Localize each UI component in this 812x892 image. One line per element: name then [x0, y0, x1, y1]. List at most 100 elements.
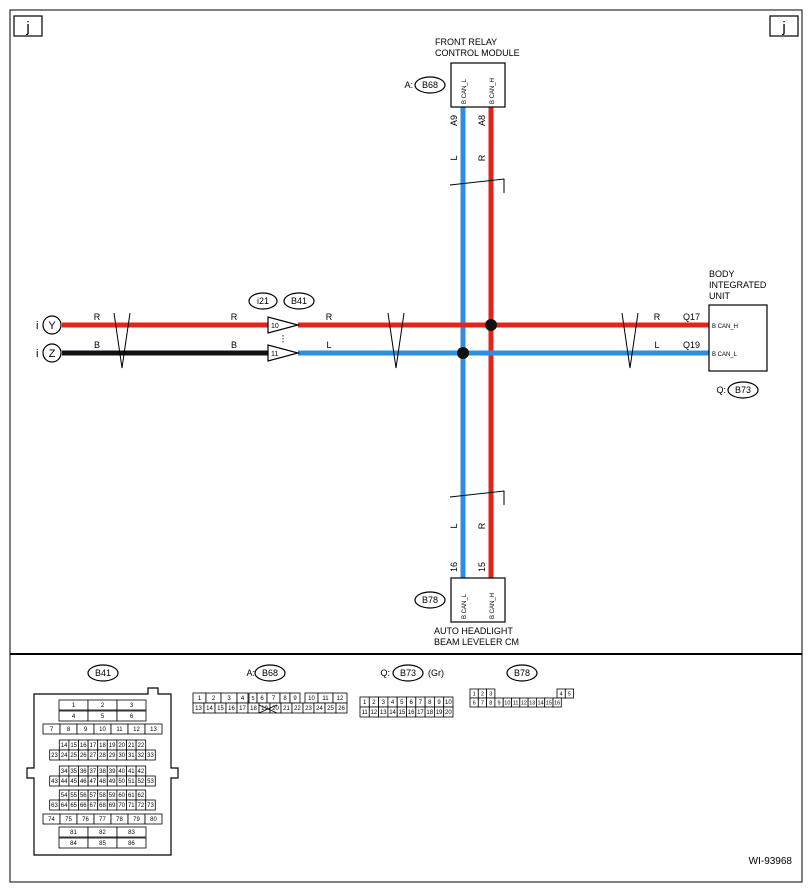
b68-pin-26-cell — [335, 702, 348, 714]
can-l-splice-dot — [457, 347, 469, 359]
b41-pin-37-label: 37 — [90, 769, 97, 775]
b68-pin-26-label: 26 — [338, 706, 345, 712]
b78-pin-3-label: 3 — [489, 692, 492, 698]
b41-pin-54-label: 54 — [61, 793, 68, 799]
b68-pin-14-label: 14 — [206, 706, 213, 712]
joint-connector: i21 B41 10 11 — [248, 292, 315, 362]
b41-pin-21-label: 21 — [128, 743, 135, 749]
b68-pin-23-label: 23 — [305, 706, 312, 712]
twist-marker-middle — [387, 312, 405, 369]
b68-pin-2-label: 2 — [212, 696, 216, 702]
b68-pin-9-label: 9 — [293, 696, 297, 702]
b41-pin-25-label: 25 — [70, 753, 77, 759]
b78-pin-2-label: 2 — [481, 692, 484, 698]
b41-pin-30-label: 30 — [118, 753, 125, 759]
b73-pin-11-label: 11 — [362, 710, 369, 716]
wire-label-l-top: L — [449, 155, 459, 160]
b41-pin-42-label: 42 — [138, 769, 145, 775]
b68-pin-4-label: 4 — [241, 696, 245, 702]
joint-connector-arrow-top — [267, 316, 301, 334]
wire-label-r-3: R — [326, 312, 333, 322]
b68-pin-12-label: 12 — [337, 696, 344, 702]
b73-pin-19-label: 19 — [436, 710, 443, 716]
legend-b68-prefix: A: — [246, 668, 255, 678]
joint-connector-pin-11: 11 — [271, 351, 278, 358]
left-ref-circle-top — [42, 315, 62, 335]
b41-pin-46-label: 46 — [80, 779, 87, 785]
left-ref-prefix-bottom: i — [36, 348, 38, 360]
b41-pin-83-cell — [116, 826, 147, 838]
wire-label-r-top: R — [477, 154, 487, 161]
b68-pin-11-label: 11 — [322, 696, 329, 702]
joint-connector-arrow-bottom — [267, 344, 301, 362]
outer-frame — [9, 9, 803, 883]
b41-pin-43-label: 43 — [51, 779, 58, 785]
b68-pin-3-label: 3 — [227, 696, 231, 702]
wire-label-b-2: B — [231, 340, 237, 350]
b41-pin-10-label: 10 — [99, 727, 106, 733]
b73-pin-2-label: 2 — [372, 700, 376, 706]
b78-pin-5-label: 5 — [568, 692, 571, 698]
b41-pin-65-label: 65 — [70, 803, 77, 809]
ahbl-terminal-16: 16 — [449, 562, 459, 572]
b73-pin-16-label: 16 — [408, 710, 415, 716]
b41-pin-49-label: 49 — [109, 779, 116, 785]
b41-pin-63-label: 63 — [51, 803, 58, 809]
b41-pin-6-cell — [116, 710, 147, 722]
b41-pin-83-label: 83 — [128, 830, 135, 836]
b68-pin-1-label: 1 — [198, 696, 202, 702]
ahbl-connector-oval — [414, 591, 446, 609]
front-relay-terminal-a9: A9 — [449, 115, 459, 126]
b73-pin-5-label: 5 — [400, 700, 404, 706]
wire-label-r-2: R — [231, 312, 238, 322]
b41-pin-50-label: 50 — [118, 779, 125, 785]
legend-b68-oval — [254, 664, 286, 682]
b41-pin-27-label: 27 — [90, 753, 97, 759]
b68-pin-15-label: 15 — [217, 706, 224, 712]
b41-pin-77-label: 77 — [99, 817, 106, 823]
b73-pin-20-cell — [443, 706, 454, 718]
b41-pin-15-label: 15 — [70, 743, 77, 749]
b41-pin-70-label: 70 — [118, 803, 125, 809]
legend-b73-prefix: Q: — [380, 668, 390, 678]
biu-title-2: INTEGRATED — [709, 280, 767, 290]
b78-pin-13-label: 13 — [529, 701, 535, 707]
b41-pin-38-label: 38 — [99, 769, 106, 775]
b41-pin-16-label: 16 — [80, 743, 87, 749]
twisted-pair-markers — [113, 178, 639, 505]
left-references: i Y i Z — [36, 315, 62, 363]
b41-pin-36-label: 36 — [80, 769, 87, 775]
b41-pin-86-label: 86 — [128, 841, 135, 847]
b41-pin-71-label: 71 — [128, 803, 135, 809]
b41-pin-73-cell — [145, 799, 156, 811]
b41-pin-22-label: 22 — [138, 743, 145, 749]
b41-pin-33-cell — [145, 749, 156, 761]
b78-pin-7-label: 7 — [481, 701, 484, 707]
front-relay-pin-can-l: B CAN_L — [462, 78, 468, 104]
b68-pin-18-label: 18 — [250, 706, 257, 712]
front-relay-connector-oval — [414, 76, 446, 94]
b41-pin-66-label: 66 — [80, 803, 87, 809]
b78-pin-10-label: 10 — [504, 701, 510, 707]
b68-pin-13-label: 13 — [195, 706, 202, 712]
b73-pin-10-label: 10 — [445, 700, 452, 706]
wire-color-labels: R R B B R L R L L R L R — [94, 154, 661, 529]
left-ref-top: Y — [48, 320, 56, 332]
b41-pin-86-cell — [116, 837, 147, 849]
wires — [62, 107, 709, 578]
ahbl-terminal-15: 15 — [477, 562, 487, 572]
b41-pin-45-label: 45 — [70, 779, 77, 785]
b41-pin-53-cell — [145, 775, 156, 787]
b41-pin-85-label: 85 — [99, 841, 106, 847]
twist-marker-right — [621, 312, 639, 369]
b73-pin-15-label: 15 — [399, 710, 406, 716]
b78-pin-14-label: 14 — [537, 701, 543, 707]
corner-label-left-box — [13, 15, 43, 37]
legend-b73-label: B73 — [400, 668, 416, 678]
biu-title-3: UNIT — [709, 291, 730, 301]
